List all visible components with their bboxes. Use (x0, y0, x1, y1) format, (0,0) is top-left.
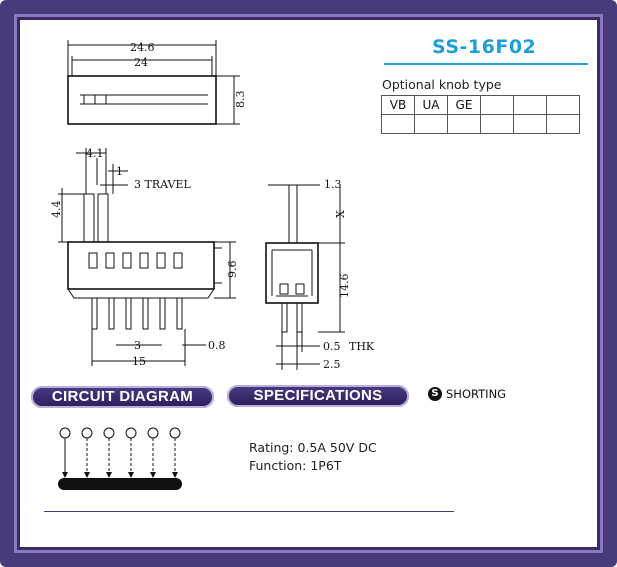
dim-x: X (334, 210, 347, 218)
thk-label: THK (349, 340, 375, 353)
dim-0-5: 0.5 (323, 340, 341, 353)
knob-cell (546, 114, 580, 134)
travel-label: 3 TRAVEL (134, 178, 191, 191)
top-view (67, 40, 240, 125)
knob-row (381, 114, 580, 134)
title-underline (384, 63, 588, 65)
dim-8-3: 8.3 (234, 91, 247, 109)
side-view (265, 184, 345, 370)
dim-9-6: 9.6 (226, 261, 239, 279)
dim-24: 24 (134, 56, 148, 69)
shorting-indicator: S SHORTING (428, 387, 506, 401)
front-view (58, 148, 236, 366)
knob-cell: UA (414, 95, 448, 115)
spec-rating: Rating: 0.5A 50V DC (249, 440, 377, 455)
dim-1: 1 (116, 165, 123, 178)
dim-1-3: 1.3 (324, 178, 342, 191)
shorting-label: SHORTING (446, 387, 507, 401)
dim-4-1: 4.1 (86, 147, 104, 160)
knob-type-table: VB UA GE (381, 95, 580, 134)
part-number-title: SS-16F02 (432, 36, 537, 58)
bottom-divider (44, 511, 454, 512)
dim-4-4: 4.4 (50, 201, 63, 219)
dim-14-6: 14.6 (338, 274, 351, 299)
specifications-label: SPECIFICATIONS (253, 387, 383, 404)
dim-15: 15 (132, 355, 146, 368)
common-contact-bar (58, 478, 182, 490)
dim-0-8: 0.8 (208, 339, 226, 352)
circuit-diagram-heading: CIRCUIT DIAGRAM (31, 386, 214, 408)
circuit-arrows (58, 472, 182, 490)
spec-function: Function: 1P6T (249, 458, 342, 473)
circuit-diagram-label: CIRCUIT DIAGRAM (51, 388, 194, 405)
dim-3: 3 (134, 339, 141, 352)
knob-type-caption: Optional knob type (382, 77, 502, 92)
circuit-diagram (59, 427, 181, 476)
specifications-heading: SPECIFICATIONS (227, 385, 409, 407)
dim-24-6: 24.6 (130, 41, 155, 54)
shorting-icon: S (428, 387, 442, 401)
dim-2-5: 2.5 (323, 358, 341, 371)
